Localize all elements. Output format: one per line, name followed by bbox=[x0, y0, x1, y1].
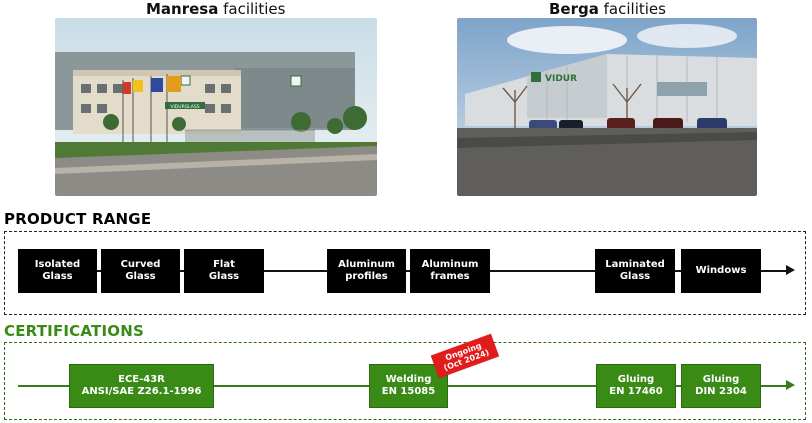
arrowhead-icon bbox=[786, 265, 795, 275]
berga-building-sign: VIDUR bbox=[545, 74, 577, 84]
certifications-frame bbox=[4, 342, 806, 420]
berga-facility-photo: VIDUR bbox=[457, 18, 757, 196]
manresa-building-sign: VIDURGLASS bbox=[170, 104, 199, 110]
certifications-title: CERTIFICATIONS bbox=[4, 322, 144, 340]
product-range-title: PRODUCT RANGE bbox=[4, 210, 152, 228]
berga-caption: Berga facilities bbox=[549, 0, 666, 18]
manresa-facility-photo: VIDURGLASS bbox=[55, 18, 377, 196]
manresa-caption: Manresa facilities bbox=[146, 0, 286, 18]
product-range-frame bbox=[4, 231, 806, 315]
arrowhead-icon bbox=[786, 380, 795, 390]
product-windows: Windows bbox=[681, 249, 761, 293]
